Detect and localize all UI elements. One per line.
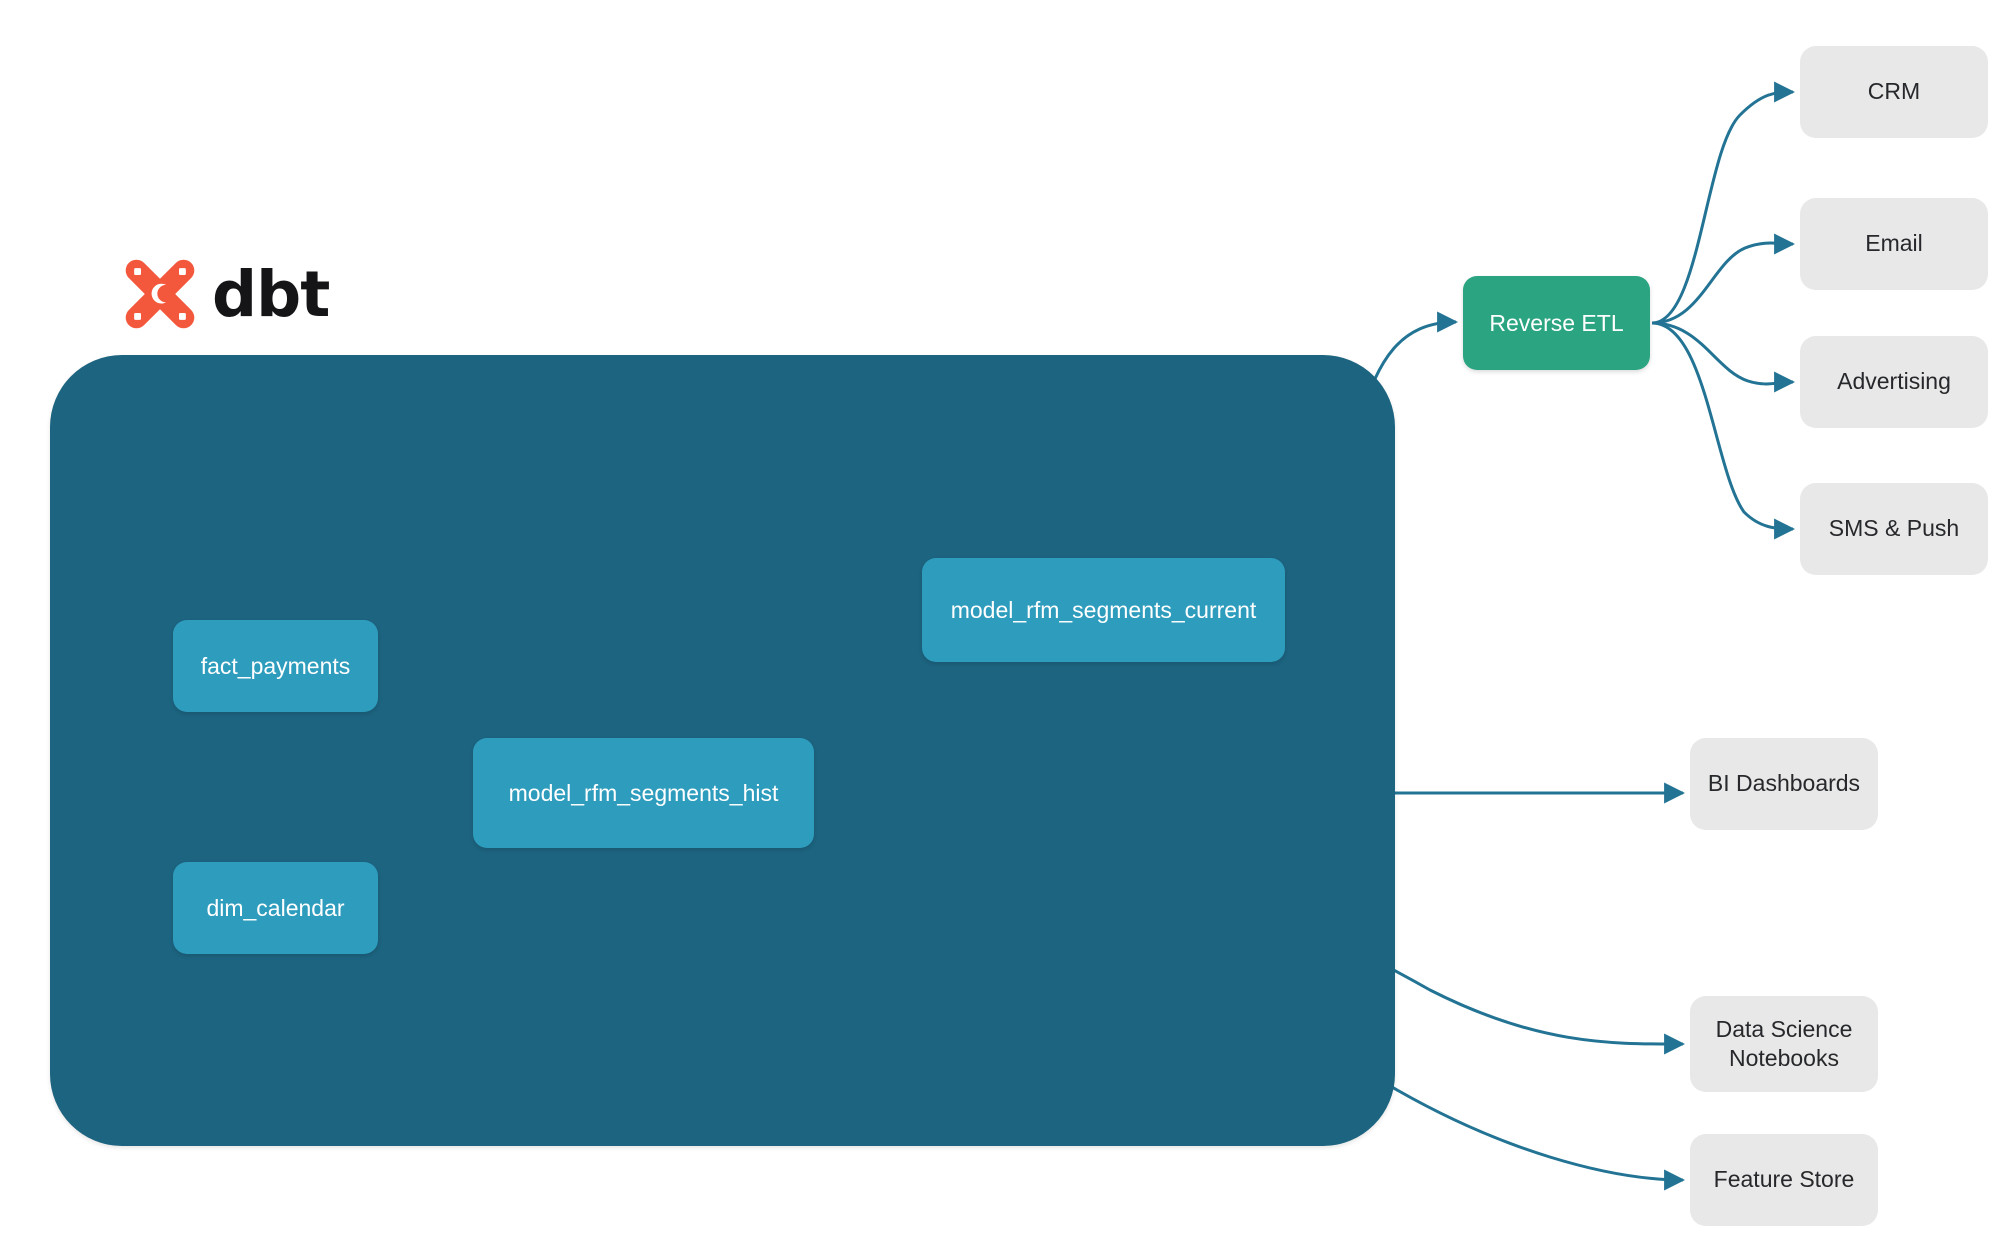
edge-reverse-etl-to-email [1651,233,1796,325]
node-consumer-feature-store[interactable]: Feature Store [1690,1134,1878,1226]
node-model-rfm-segments-current[interactable]: model_rfm_segments_current [922,558,1285,662]
node-destination-advertising[interactable]: Advertising [1800,336,1988,428]
node-consumer-bi-dashboards[interactable]: BI Dashboards [1690,738,1878,830]
ds-notebooks-label-line1: Data Science [1715,1015,1853,1042]
node-fact-payments[interactable]: fact_payments [173,620,378,712]
node-model-rfm-segments-hist[interactable]: model_rfm_segments_hist [473,738,814,848]
node-destination-sms-push[interactable]: SMS & Push [1800,483,1988,575]
dbt-wordmark: dbt [212,257,330,331]
ds-notebooks-label-line2: Notebooks [1729,1045,1839,1071]
edge-reverse-etl-to-sms-push [1651,321,1796,540]
node-destination-crm[interactable]: CRM [1800,46,1988,138]
node-consumer-data-science-notebooks[interactable]: Data Science Notebooks [1690,996,1878,1092]
dbt-logo-icon [125,259,195,329]
node-reverse-etl[interactable]: Reverse ETL [1463,276,1650,370]
edge-reverse-etl-to-advertising [1651,321,1796,393]
edge-reverse-etl-to-crm [1651,81,1796,325]
node-dim-calendar[interactable]: dim_calendar [173,862,378,954]
dbt-brand: dbt [122,256,330,332]
node-destination-email[interactable]: Email [1800,198,1988,290]
